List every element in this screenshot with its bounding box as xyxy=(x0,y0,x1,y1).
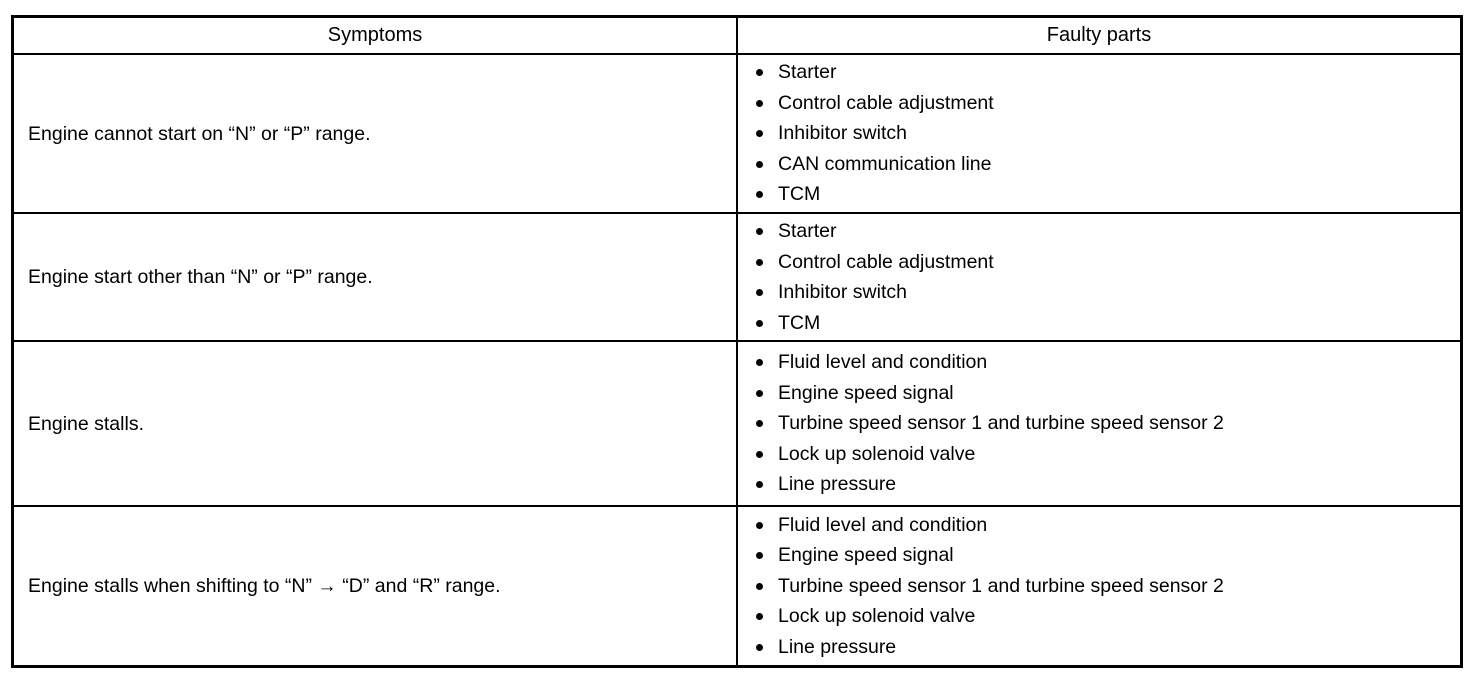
table-row: Engine start other than “N” or “P” range… xyxy=(11,212,1463,342)
table-body: Engine cannot start on “N” or “P” range.… xyxy=(11,53,1463,667)
symptoms-faulty-parts-table: Symptoms Faulty parts Engine cannot star… xyxy=(11,15,1463,668)
faulty-part-item: Engine speed signal xyxy=(746,378,1452,409)
symptom-cell: Engine stalls when shifting to “N” → “D”… xyxy=(11,505,738,667)
faulty-part-item: Lock up solenoid valve xyxy=(746,439,1452,470)
symptom-cell: Engine cannot start on “N” or “P” range. xyxy=(11,53,738,214)
faulty-part-item: Starter xyxy=(746,216,1452,247)
symptoms-column-header: Symptoms xyxy=(11,15,738,55)
faulty-part-item: Turbine speed sensor 1 and turbine speed… xyxy=(746,571,1452,602)
faulty-part-item: TCM xyxy=(746,179,1452,210)
faulty-part-item: Control cable adjustment xyxy=(746,88,1452,119)
table-row: Engine cannot start on “N” or “P” range.… xyxy=(11,53,1463,214)
faulty-part-item: Line pressure xyxy=(746,469,1452,500)
symptom-cell: Engine stalls. xyxy=(11,340,738,507)
faulty-part-item: Inhibitor switch xyxy=(746,277,1452,308)
faulty-part-item: Lock up solenoid valve xyxy=(746,601,1452,632)
faulty-parts-column-header: Faulty parts xyxy=(736,15,1463,55)
header-row: Symptoms Faulty parts xyxy=(11,15,1463,55)
faulty-part-item: CAN communication line xyxy=(746,149,1452,180)
faulty-part-item: Engine speed signal xyxy=(746,540,1452,571)
faulty-part-item: Control cable adjustment xyxy=(746,247,1452,278)
faulty-part-item: Fluid level and condition xyxy=(746,510,1452,541)
table-row: Engine stalls when shifting to “N” → “D”… xyxy=(11,505,1463,667)
faulty-part-item: TCM xyxy=(746,308,1452,339)
faulty-part-item: Turbine speed sensor 1 and turbine speed… xyxy=(746,408,1452,439)
faulty-part-item: Starter xyxy=(746,57,1452,88)
faulty-part-item: Line pressure xyxy=(746,632,1452,663)
symptom-cell: Engine start other than “N” or “P” range… xyxy=(11,212,738,342)
faulty-part-item: Inhibitor switch xyxy=(746,118,1452,149)
faulty-part-item: Fluid level and condition xyxy=(746,347,1452,378)
